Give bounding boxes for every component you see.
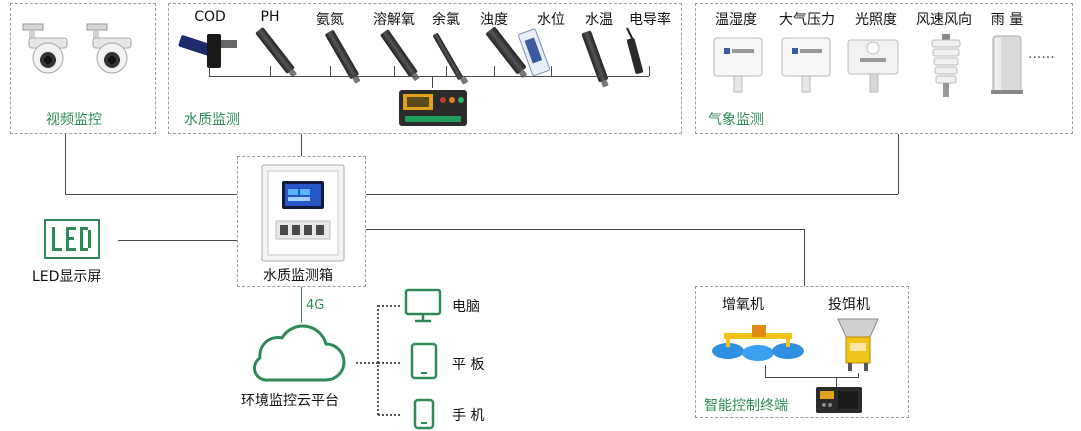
network-4g-label: 4G bbox=[306, 298, 325, 313]
phone-icon bbox=[413, 398, 435, 430]
device-branch-connector bbox=[378, 414, 400, 416]
led-screen-label: LED显示屏 bbox=[32, 269, 102, 285]
sensor-label-cod: COD bbox=[194, 9, 226, 25]
sensor-label-ammonia: 氨氮 bbox=[316, 12, 344, 28]
line-box-to-control bbox=[366, 229, 804, 230]
smart-control-label: 智能控制终端 bbox=[704, 398, 788, 414]
line-video-to-box bbox=[65, 194, 237, 195]
water-quality-label: 水质监测 bbox=[184, 112, 240, 128]
sensor-drop-line bbox=[330, 66, 331, 76]
aerator-icon bbox=[712, 325, 804, 361]
video-monitor-panel: 视频监控 bbox=[10, 3, 156, 134]
cloud-to-devices-connector bbox=[356, 362, 378, 364]
line-weather-to-box bbox=[366, 194, 898, 195]
dissolved-oxygen-sensor-icon bbox=[379, 29, 418, 78]
computer-icon bbox=[404, 288, 442, 323]
line-control-down bbox=[804, 229, 805, 286]
water-level-sensor-icon bbox=[518, 28, 550, 77]
conductivity-sensor-icon bbox=[626, 27, 644, 74]
tablet-icon bbox=[410, 342, 438, 380]
aerator-drop-line bbox=[765, 365, 766, 377]
sensor-drop-line bbox=[270, 66, 271, 76]
line-weather-down bbox=[898, 134, 899, 194]
weather-label: 气象监测 bbox=[708, 112, 764, 128]
sensor-label-conductivity: 电导率 bbox=[629, 12, 671, 28]
line-4g bbox=[301, 287, 302, 323]
sensor-label-residual-chlorine: 余氯 bbox=[432, 12, 460, 28]
sensor-bus-line bbox=[209, 76, 649, 77]
devices-vertical-connector bbox=[377, 305, 379, 415]
data-collector-icon bbox=[399, 90, 467, 126]
control-terminal-icon bbox=[816, 387, 862, 413]
line-water-down bbox=[301, 134, 302, 156]
led-screen-icon bbox=[44, 219, 100, 259]
feeder-label: 投饵机 bbox=[828, 297, 870, 313]
device-branch-connector bbox=[378, 362, 400, 364]
illuminance-sensor-icon bbox=[847, 39, 899, 93]
wind-sensor-icon bbox=[931, 34, 961, 97]
aerator-label: 增氧机 bbox=[722, 297, 764, 313]
sensor-label-water-temp: 水温 bbox=[585, 12, 613, 28]
rain-gauge-icon bbox=[991, 35, 1023, 94]
more-sensors-ellipsis: ······ bbox=[1028, 50, 1055, 66]
collector-drop-line bbox=[432, 76, 433, 88]
weather-label-rain: 雨 量 bbox=[990, 12, 1024, 28]
feeder-icon bbox=[837, 318, 879, 371]
water-temp-sensor-icon bbox=[581, 30, 609, 83]
video-monitor-label: 视频监控 bbox=[46, 112, 102, 128]
water-quality-panel: COD PH 氨氮 溶解氧 余氯 浊度 水位 水温 电导率 bbox=[168, 3, 682, 134]
sensor-label-water-level: 水位 bbox=[537, 12, 565, 28]
sensor-drop-line bbox=[599, 66, 600, 76]
device-label-computer: 电脑 bbox=[452, 299, 480, 315]
device-branch-connector bbox=[378, 305, 400, 307]
control-bus-line bbox=[765, 377, 858, 378]
dome-camera-icon bbox=[86, 23, 132, 74]
sensor-label-dissolved-oxygen: 溶解氧 bbox=[373, 12, 415, 28]
pressure-sensor-icon bbox=[781, 37, 831, 93]
sensor-drop-line bbox=[551, 66, 552, 76]
monitoring-cabinet-icon bbox=[261, 164, 345, 262]
water-quality-cabinet-panel: 水质监测箱 bbox=[237, 156, 366, 287]
weather-label-temp-humidity: 温湿度 bbox=[715, 12, 757, 28]
weather-label-wind: 风速风向 bbox=[916, 12, 972, 28]
line-video-down bbox=[65, 134, 66, 194]
sensor-drop-line bbox=[494, 66, 495, 76]
smart-control-panel: 增氧机 投饵机 智能控制终端 bbox=[695, 286, 909, 418]
sensor-label-turbidity: 浊度 bbox=[480, 12, 508, 28]
device-label-tablet: 平 板 bbox=[452, 357, 485, 373]
ph-sensor-icon bbox=[255, 26, 295, 75]
device-label-phone: 手 机 bbox=[452, 408, 485, 424]
sensor-drop-line bbox=[209, 66, 210, 76]
sensor-drop-line bbox=[649, 66, 650, 76]
sensor-label-ph: PH bbox=[260, 9, 280, 25]
weather-label-pressure: 大气压力 bbox=[779, 12, 835, 28]
dome-camera-icon bbox=[22, 23, 68, 74]
feeder-drop-line bbox=[858, 373, 859, 378]
cloud-platform-label: 环境监控云平台 bbox=[241, 393, 339, 409]
weather-label-illuminance: 光照度 bbox=[855, 12, 897, 28]
sensor-drop-line bbox=[446, 66, 447, 76]
cod-sensor-icon bbox=[178, 34, 237, 68]
weather-panel: 温湿度 大气压力 光照度 风速风向 雨 量 ······ 气象监测 bbox=[695, 3, 1073, 134]
temp-humidity-sensor-icon bbox=[713, 37, 763, 93]
controller-drop-line bbox=[836, 377, 837, 387]
residual-chlorine-sensor-icon bbox=[432, 32, 464, 81]
cloud-platform-icon bbox=[253, 324, 346, 382]
sensor-drop-line bbox=[394, 66, 395, 76]
water-quality-cabinet-label: 水质监测箱 bbox=[263, 268, 333, 284]
line-led-to-box bbox=[118, 240, 237, 241]
